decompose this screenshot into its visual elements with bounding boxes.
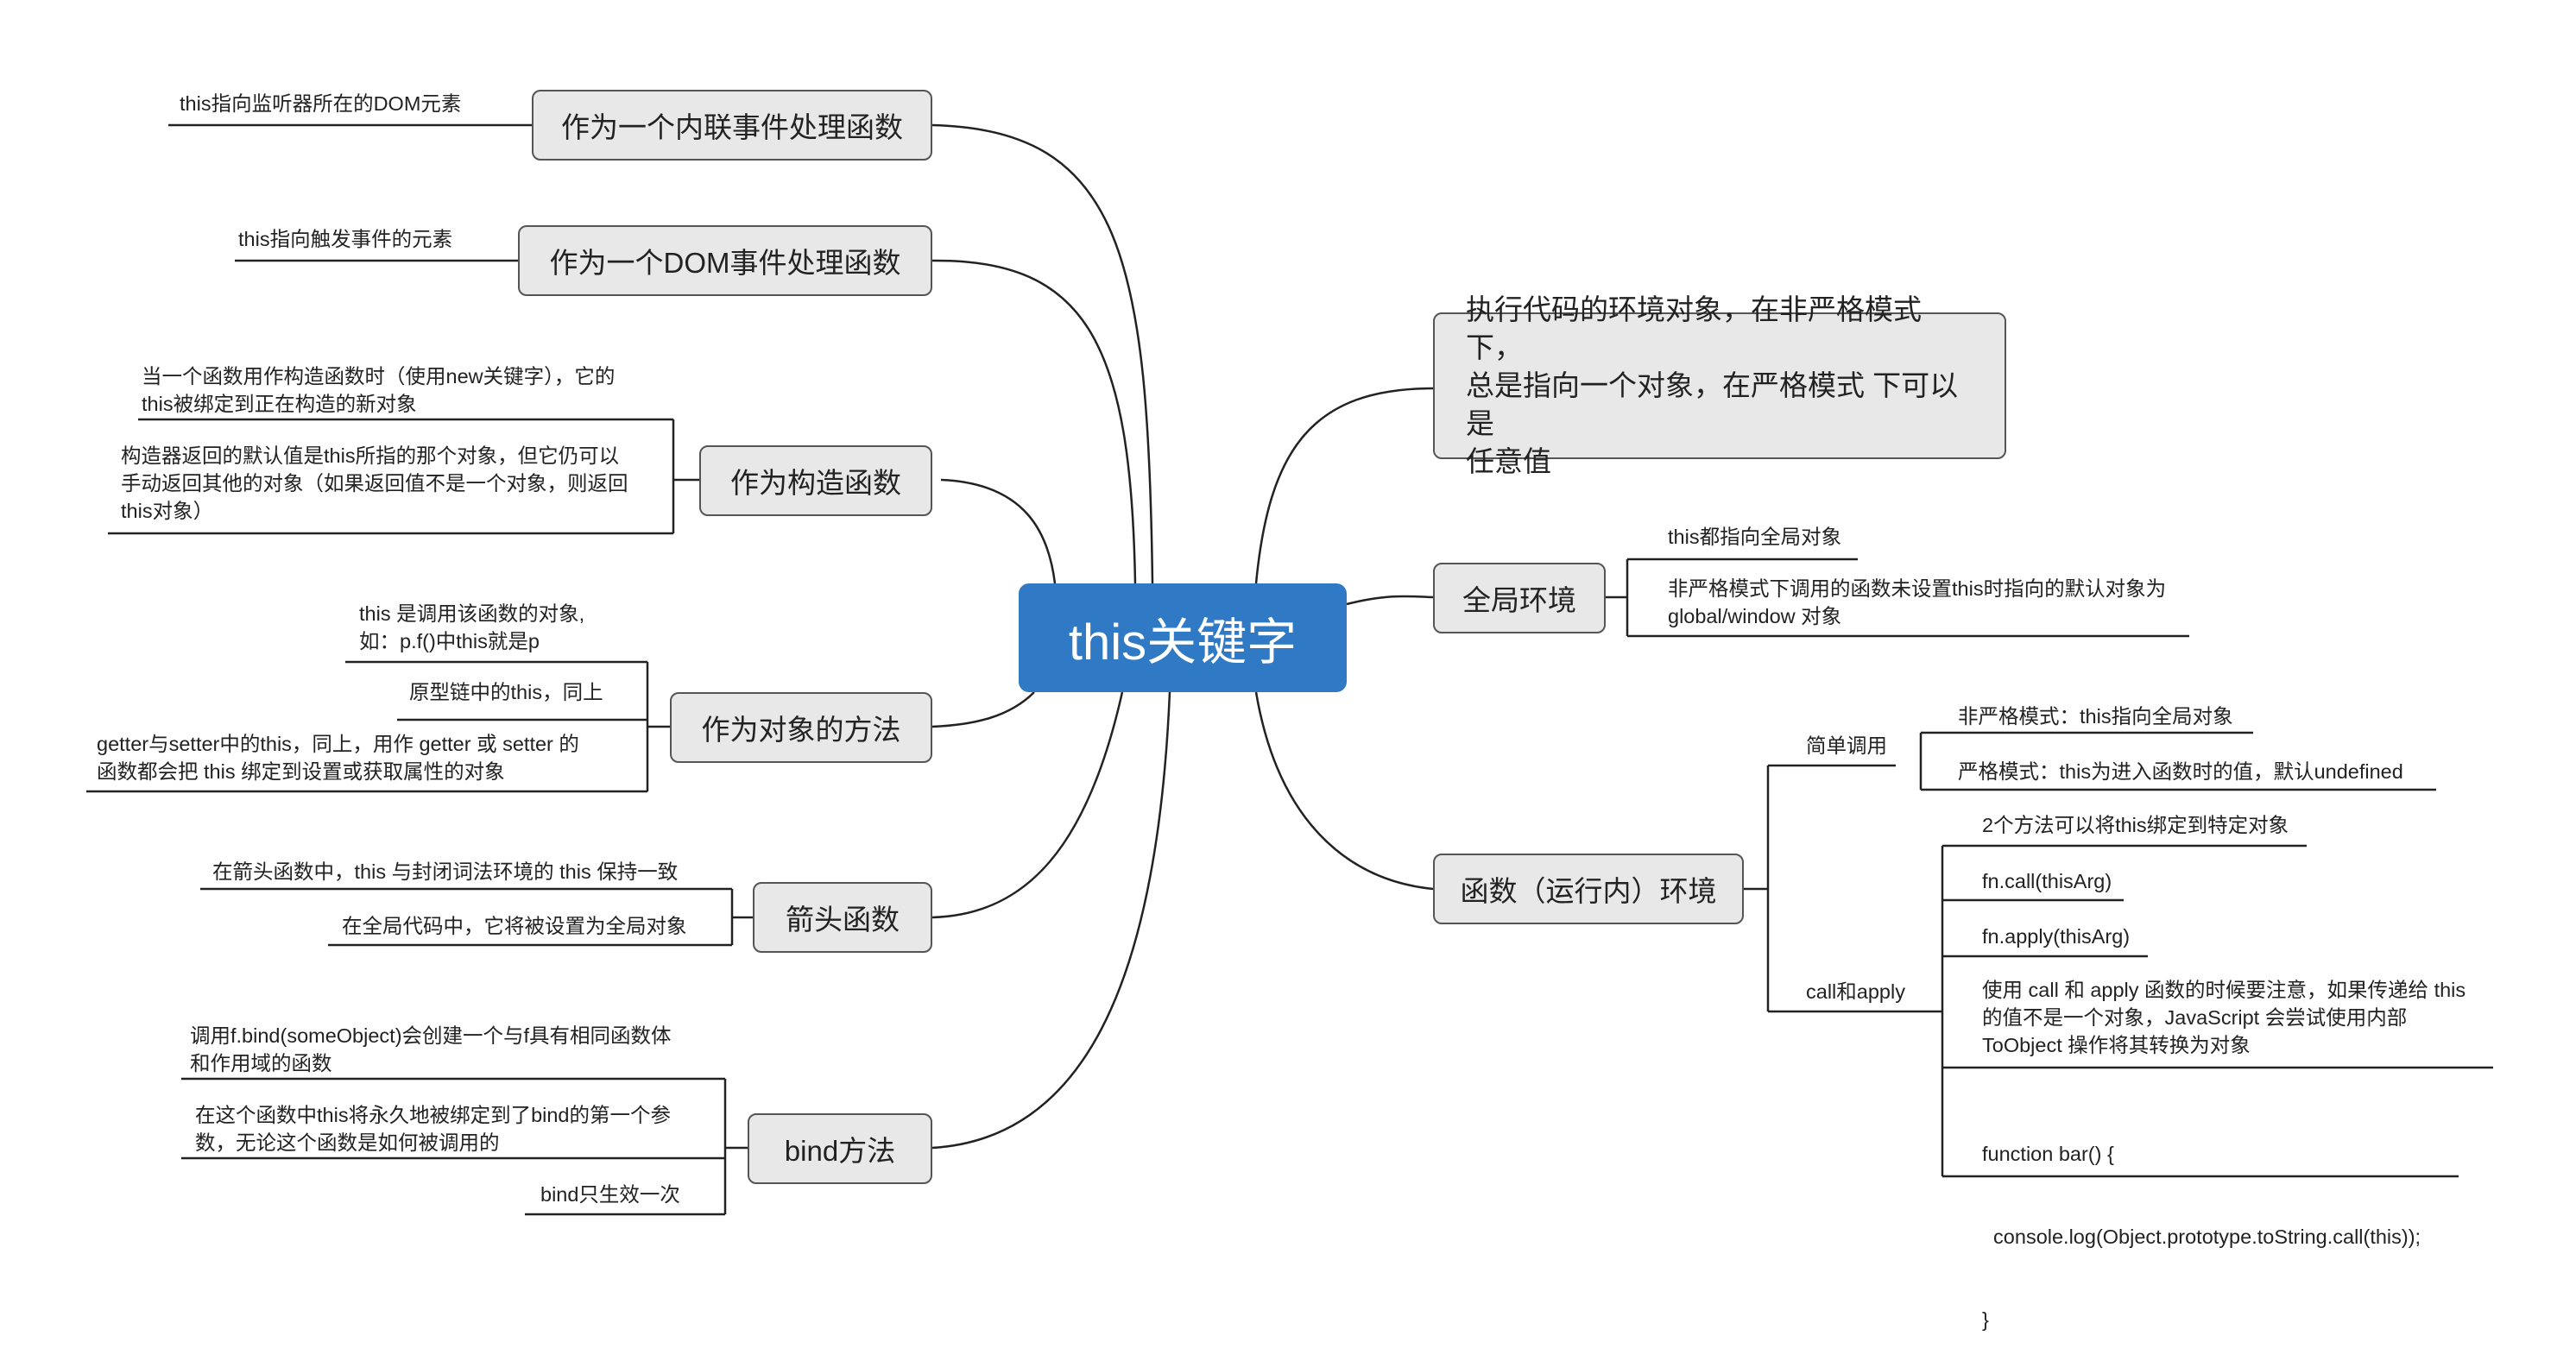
leaf-line: 2个方法可以将this绑定到特定对象: [1982, 814, 2289, 836]
leaf-line: this 是调用该函数的对象,: [359, 602, 585, 625]
node-inline-handler[interactable]: 作为一个内联事件处理函数: [532, 90, 932, 161]
connector-lines: [86, 123, 2493, 1216]
leaf-line: 如：p.f()中this就是p: [359, 630, 540, 652]
leaf-constructor-1: 当一个函数用作构造函数时（使用new关键字），它的 this被绑定到正在构造的新…: [142, 362, 615, 418]
node-definition[interactable]: 执行代码的环境对象，在非严格模式下， 总是指向一个对象，在严格模式 下可以是 任…: [1433, 293, 2006, 477]
code-line: function bar() {: [1982, 1143, 2114, 1165]
leaf-global-1: this都指向全局对象: [1668, 523, 1841, 551]
leaf-simple-1: 非严格模式：this指向全局对象: [1958, 703, 2233, 730]
leaf-line: 数，无论这个函数是如何被调用的: [195, 1131, 500, 1154]
leaf-line: 在箭头函数中，this 与封闭词法环境的 this 保持一致: [212, 860, 679, 883]
leaf-line: getter与setter中的this，同上，用作 getter 或 sette…: [97, 733, 579, 755]
root-label: this关键字: [1068, 614, 1297, 671]
leaf-constructor-2: 构造器返回的默认值是this所指的那个对象，但它仍可以 手动返回其他的对象（如果…: [121, 442, 628, 525]
leaf-call-apply-label[interactable]: call和apply: [1806, 978, 1905, 1005]
leaf-callapply-5: function bar() { console.log(Object.prot…: [1982, 1085, 2421, 1361]
leaf-line: 当一个函数用作构造函数时（使用new关键字），它的: [142, 365, 616, 388]
node-arrow-function-label: 箭头函数: [786, 904, 900, 936]
code-line: console.log(Object.prototype.toString.ca…: [1982, 1226, 2421, 1248]
leaf-dom-handler: this指向触发事件的元素: [238, 225, 452, 253]
leaf-line: 构造器返回的默认值是this所指的那个对象，但它仍可以: [121, 444, 620, 467]
node-constructor-label: 作为构造函数: [730, 467, 901, 499]
leaf-method-1: this 是调用该函数的对象, 如：p.f()中this就是p: [359, 600, 584, 655]
node-bind-method-label: bind方法: [784, 1135, 896, 1167]
connector-root-inline: [931, 123, 1154, 584]
node-bind-method[interactable]: bind方法: [748, 1113, 932, 1184]
node-function-env-label: 函数（运行内）环境: [1460, 875, 1717, 907]
connector-root-global: [1346, 595, 1434, 606]
definition-line: 总是指向一个对象，在严格模式 下可以是: [1466, 369, 1959, 439]
leaf-line: 手动返回其他的对象（如果返回值不是一个对象，则返回: [121, 472, 628, 495]
leaf-callapply-1: 2个方法可以将this绑定到特定对象: [1982, 811, 2289, 839]
leaf-inline-handler: this指向监听器所在的DOM元素: [180, 90, 461, 117]
leaf-line: 使用 call 和 apply 函数的时候要注意，如果传递给 this: [1982, 979, 2466, 1001]
leaf-line: this被绑定到正在构造的新对象: [142, 393, 417, 415]
connector-root-method: [931, 691, 1035, 728]
leaf-bind-2: 在这个函数中this将永久地被绑定到了bind的第一个参 数，无论这个函数是如何…: [195, 1101, 671, 1156]
node-global-env-label: 全局环境: [1462, 584, 1576, 616]
leaf-dom-handler-text: this指向触发事件的元素: [238, 228, 453, 250]
leaf-line: 在这个函数中this将永久地被绑定到了bind的第一个参: [195, 1104, 671, 1126]
connector-root-arrow: [931, 691, 1124, 919]
leaf-arrow-2: 在全局代码中，它将被设置为全局对象: [342, 912, 687, 940]
leaf-line: 函数都会把 this 绑定到设置或获取属性的对象: [97, 760, 505, 783]
code-line: }: [1982, 1308, 1989, 1331]
leaf-line: this都指向全局对象: [1668, 526, 1842, 548]
leaf-line: global/window 对象: [1668, 605, 1842, 627]
leaf-bind-3: bind只生效一次: [540, 1181, 680, 1208]
leaf-line: 非严格模式下调用的函数未设置this时指向的默认对象为: [1668, 577, 2167, 600]
leaf-line: 和作用域的函数: [190, 1052, 332, 1074]
leaf-line: ToObject 操作将其转换为对象: [1982, 1034, 2251, 1056]
leaf-callapply-3: fn.apply(thisArg): [1982, 923, 2130, 950]
leaf-global-2: 非严格模式下调用的函数未设置this时指向的默认对象为 global/windo…: [1668, 575, 2166, 630]
leaf-line: bind只生效一次: [540, 1183, 680, 1206]
leaf-line: 的值不是一个对象，JavaScript 会尝试使用内部: [1982, 1006, 2408, 1029]
connector-root-definition: [1254, 387, 1434, 584]
leaf-line: this对象）: [121, 500, 214, 522]
leaf-arrow-1: 在箭头函数中，this 与封闭词法环境的 this 保持一致: [212, 858, 678, 885]
leaf-bind-1: 调用f.bind(someObject)会创建一个与f具有相同函数体 和作用域的…: [190, 1022, 672, 1077]
leaf-simple-call-label[interactable]: 简单调用: [1806, 732, 1887, 759]
node-function-env[interactable]: 函数（运行内）环境: [1433, 854, 1744, 924]
connector-root-dom: [931, 259, 1137, 584]
node-global-env[interactable]: 全局环境: [1433, 563, 1606, 633]
leaf-callapply-2: fn.call(thisArg): [1982, 867, 2112, 895]
leaf-line: 非严格模式：this指向全局对象: [1958, 705, 2233, 728]
root-node[interactable]: this关键字: [1019, 583, 1347, 692]
leaf-line: fn.call(thisArg): [1982, 870, 2112, 892]
leaf-inline-handler-text: this指向监听器所在的DOM元素: [180, 92, 462, 115]
node-object-method-label: 作为对象的方法: [701, 714, 901, 746]
leaf-simple-2: 严格模式：this为进入函数时的值，默认undefined: [1958, 758, 2403, 785]
node-dom-handler[interactable]: 作为一个DOM事件处理函数: [518, 225, 932, 296]
call-apply-label: call和apply: [1806, 980, 1905, 1003]
node-inline-handler-label: 作为一个内联事件处理函数: [561, 111, 903, 143]
node-object-method[interactable]: 作为对象的方法: [670, 692, 932, 763]
simple-call-label: 简单调用: [1806, 734, 1887, 757]
definition-line: 执行代码的环境对象，在非严格模式下，: [1466, 293, 1922, 363]
connector-root-function: [1254, 691, 1434, 891]
node-constructor[interactable]: 作为构造函数: [699, 445, 932, 516]
leaf-line: 原型链中的this，同上: [409, 681, 603, 703]
definition-line: 任意值: [1466, 445, 1551, 477]
leaf-line: 在全局代码中，它将被设置为全局对象: [342, 915, 687, 937]
connector-root-constructor: [940, 478, 1057, 584]
leaf-line: 严格模式：this为进入函数时的值，默认undefined: [1958, 760, 2403, 783]
leaf-line: 调用f.bind(someObject)会创建一个与f具有相同函数体: [190, 1024, 672, 1047]
leaf-callapply-4: 使用 call 和 apply 函数的时候要注意，如果传递给 this 的值不是…: [1982, 976, 2466, 1059]
leaf-method-2: 原型链中的this，同上: [409, 678, 603, 706]
node-dom-handler-label: 作为一个DOM事件处理函数: [549, 247, 901, 279]
node-arrow-function[interactable]: 箭头函数: [753, 882, 932, 953]
connector-root-bind: [931, 691, 1171, 1150]
leaf-method-3: getter与setter中的this，同上，用作 getter 或 sette…: [97, 730, 579, 785]
leaf-line: fn.apply(thisArg): [1982, 925, 2131, 948]
